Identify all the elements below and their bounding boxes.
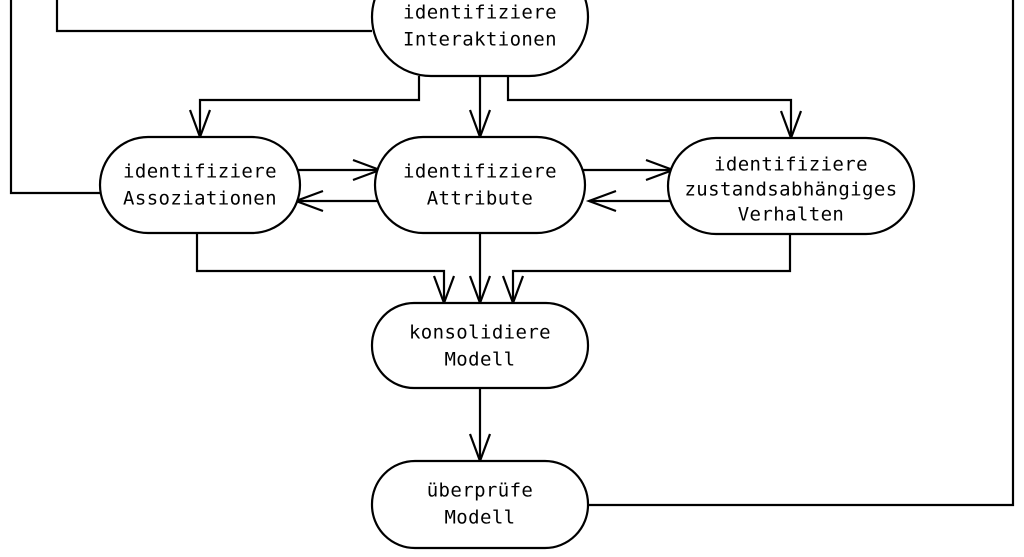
node-label-interaktionen-line2: Interaktionen (403, 29, 557, 51)
node-shape-attribute (373, 135, 587, 235)
nodes-layer: identifiziere Interaktionen identifizier… (98, 0, 916, 550)
edge-verhalten-konsolidiere (511, 234, 792, 303)
edge-interaktionen-verhalten (506, 76, 793, 138)
edge-interaktionen-assoziationen (198, 76, 421, 137)
node-identifiziere-assoziationen[interactable]: identifiziere Assoziationen (98, 135, 302, 235)
node-shape-ueberpruefe (370, 459, 590, 550)
node-label-ueberpruefe-line1: überprüfe (427, 480, 534, 502)
edges-layer (9, 0, 1015, 507)
node-ueberpruefe-modell[interactable]: überprüfe Modell (370, 459, 590, 550)
node-label-attribute-line1: identifiziere (403, 161, 557, 183)
edge-offpage-to-assoziationen (9, 0, 100, 195)
node-label-assoziationen-line1: identifiziere (123, 161, 277, 183)
node-label-verhalten-line2: zustandsabhängiges (684, 179, 897, 201)
node-label-interaktionen-line1: identifiziere (403, 2, 557, 24)
edge-ueberpruefe-offpage-feedback (588, 0, 1015, 507)
node-shape-interaktionen (370, 0, 590, 78)
node-identifiziere-attribute[interactable]: identifiziere Attribute (373, 135, 587, 235)
edge-assoziationen-konsolidiere (195, 233, 446, 303)
node-identifiziere-interaktionen[interactable]: identifiziere Interaktionen (370, 0, 590, 78)
node-shape-verhalten (666, 136, 916, 236)
node-label-konsolidiere-line2: Modell (444, 349, 515, 371)
node-label-assoziationen-line2: Assoziationen (123, 188, 277, 210)
node-label-verhalten-line3: Verhalten (738, 204, 845, 226)
node-identifiziere-zustandsabhaengiges-verhalten[interactable]: identifiziere zustandsabhängiges Verhalt… (666, 136, 916, 236)
node-label-verhalten-line1: identifiziere (714, 154, 868, 176)
node-label-konsolidiere-line1: konsolidiere (409, 322, 551, 344)
node-shape-konsolidiere (370, 301, 590, 390)
edge-offpage-to-interaktionen (55, 0, 372, 33)
node-shape-assoziationen (98, 135, 302, 235)
node-konsolidiere-modell[interactable]: konsolidiere Modell (370, 301, 590, 390)
node-label-attribute-line2: Attribute (427, 188, 534, 210)
arrowhead-attribute-right-in (585, 189, 617, 213)
node-label-ueberpruefe-line2: Modell (444, 507, 515, 529)
